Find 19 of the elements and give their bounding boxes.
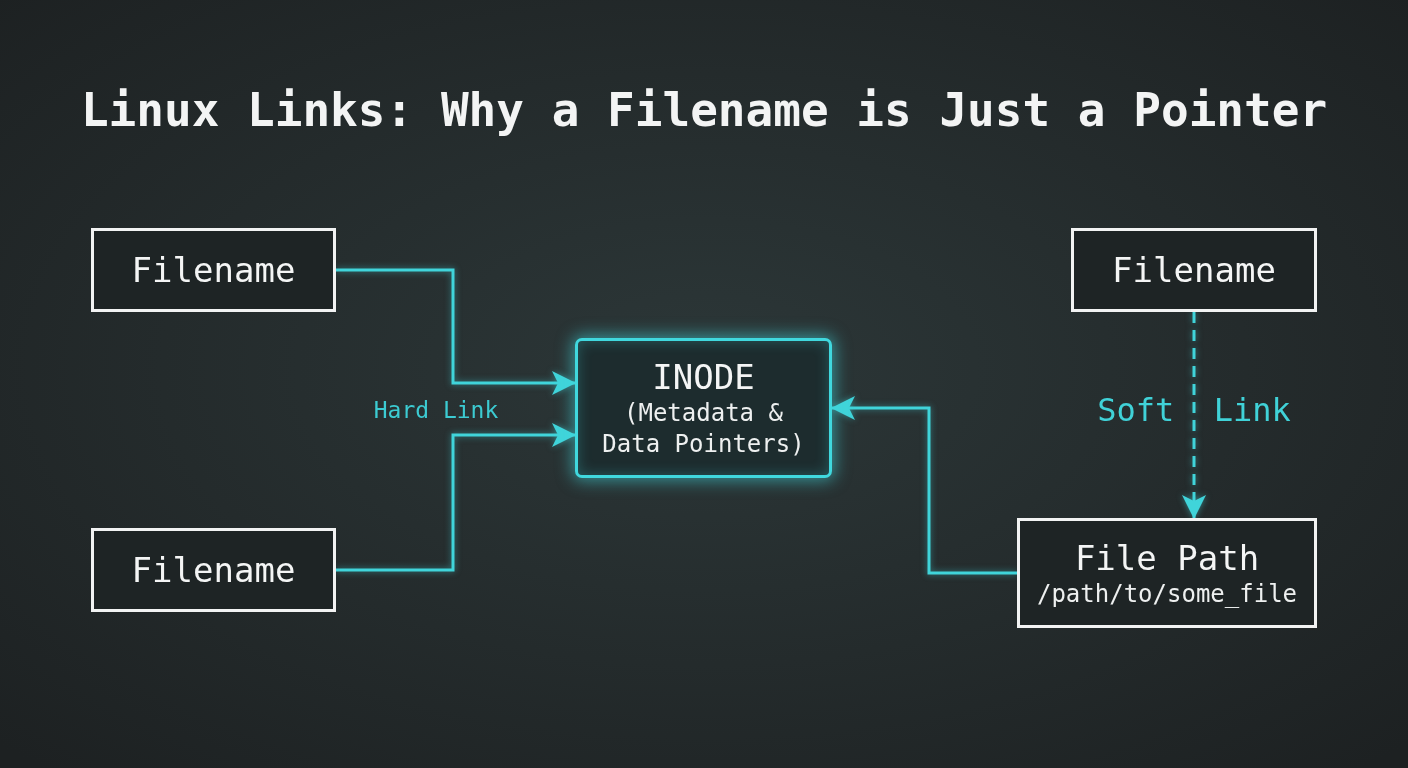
filename-box [91, 228, 336, 312]
filename-box [1071, 228, 1317, 312]
node-title: File Path [1074, 536, 1260, 579]
node-title: Filename [131, 549, 296, 591]
node-title: INODE [652, 356, 755, 398]
arrow [831, 396, 1017, 575]
inode-box [575, 338, 832, 478]
filename-box [91, 528, 336, 612]
diagram-title: Linux Links: Why a Filename is Just a Pointer [80, 82, 1328, 139]
node-title: Filename [131, 249, 296, 291]
arrow [336, 423, 576, 572]
node-title: Filename [1112, 249, 1276, 291]
arrow [336, 268, 576, 395]
edge-label: Soft Link [1097, 391, 1291, 429]
dashed-arrow [1182, 312, 1206, 519]
file-path-box [1017, 518, 1317, 628]
link-label: Hard Link [373, 395, 499, 425]
node-subtitle: /path/to/some_file [1036, 578, 1298, 610]
node-subtitle: (Metadata & Data Pointers) [601, 398, 806, 460]
